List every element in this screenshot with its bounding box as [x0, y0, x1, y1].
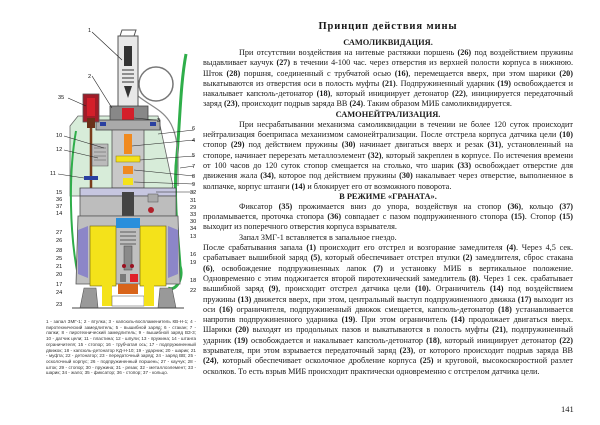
- callout-16: 16: [190, 252, 196, 258]
- callout-6: 6: [192, 126, 195, 132]
- callout-24: 24: [56, 290, 62, 296]
- callout-10: 10: [56, 133, 62, 139]
- mine-cross-section: 1 2 35 3 6 4 10 12 5 7 11 8 9 32 15 31 3…: [50, 28, 196, 309]
- callout-21: 21: [56, 264, 62, 270]
- page-number: 141: [561, 404, 574, 414]
- callout-32: 32: [190, 190, 196, 196]
- callout-27: 27: [56, 230, 62, 236]
- heading-self-liquidation: САМОЛИКВИДАЦИЯ.: [343, 38, 433, 47]
- callout-19: 19: [190, 260, 196, 266]
- mine-diagram: 1 2 35 3 6 4 10 12 5 7 11 8 9 32 15 31 3…: [8, 16, 198, 316]
- callout-1: 1: [88, 28, 91, 34]
- callout-31: 31: [190, 198, 196, 204]
- callout-7: 7: [192, 164, 195, 170]
- text-column: Принцип действия мины САМОЛИКВИДАЦИЯ. Пр…: [203, 15, 573, 377]
- callout-3: 3: [157, 118, 160, 124]
- callout-33: 33: [190, 212, 196, 218]
- callout-23: 23: [56, 302, 62, 308]
- heading-grenade-mode: В РЕЖИМЕ «ГРАНАТА».: [339, 191, 437, 201]
- callout-34: 34: [190, 226, 196, 232]
- paragraph-self-liquidation: При отсутствии воздействия на нитевые ра…: [203, 48, 574, 109]
- page-title: Принцип действия мины: [318, 21, 458, 32]
- callout-26: 26: [56, 238, 62, 244]
- callout-28: 28: [56, 248, 62, 254]
- figure-caption: 1 - запал ЗМГ-1; 2 - втулка; 3 - капсюль…: [46, 319, 196, 376]
- callout-13: 13: [190, 234, 196, 240]
- callout-36: 36: [56, 197, 62, 203]
- callout-35: 35: [58, 95, 64, 101]
- callout-14: 14: [56, 211, 62, 217]
- callout-30: 30: [190, 219, 196, 225]
- callout-9: 9: [192, 182, 195, 188]
- callout-29: 29: [190, 205, 196, 211]
- callout-20: 20: [56, 272, 62, 278]
- callout-12: 12: [56, 147, 62, 153]
- callout-15: 15: [56, 190, 62, 196]
- callout-11: 11: [50, 171, 56, 177]
- paragraph-grenade-mode: Фиксатор (35) прожимается вниз до упора,…: [203, 201, 574, 232]
- callout-5: 5: [192, 153, 195, 159]
- callout-22: 22: [190, 288, 196, 294]
- paragraph-self-neutralization: При несрабатывании механизма самоликвида…: [203, 119, 574, 191]
- callout-4: 4: [192, 138, 195, 144]
- paragraph-fuse-note: Запал ЗМГ-1 вставляется в запальное гнез…: [239, 232, 397, 242]
- callout-17: 17: [56, 282, 62, 288]
- callout-37: 37: [56, 204, 62, 210]
- callout-25: 25: [56, 256, 62, 262]
- callout-8: 8: [192, 174, 195, 180]
- callout-18: 18: [190, 278, 196, 284]
- callout-2: 2: [88, 74, 91, 80]
- paragraph-firing-sequence: После срабатывания запала (1) происходит…: [203, 243, 574, 376]
- heading-self-neutralization: САМОНЕЙТРАЛИЗАЦИЯ.: [335, 109, 441, 119]
